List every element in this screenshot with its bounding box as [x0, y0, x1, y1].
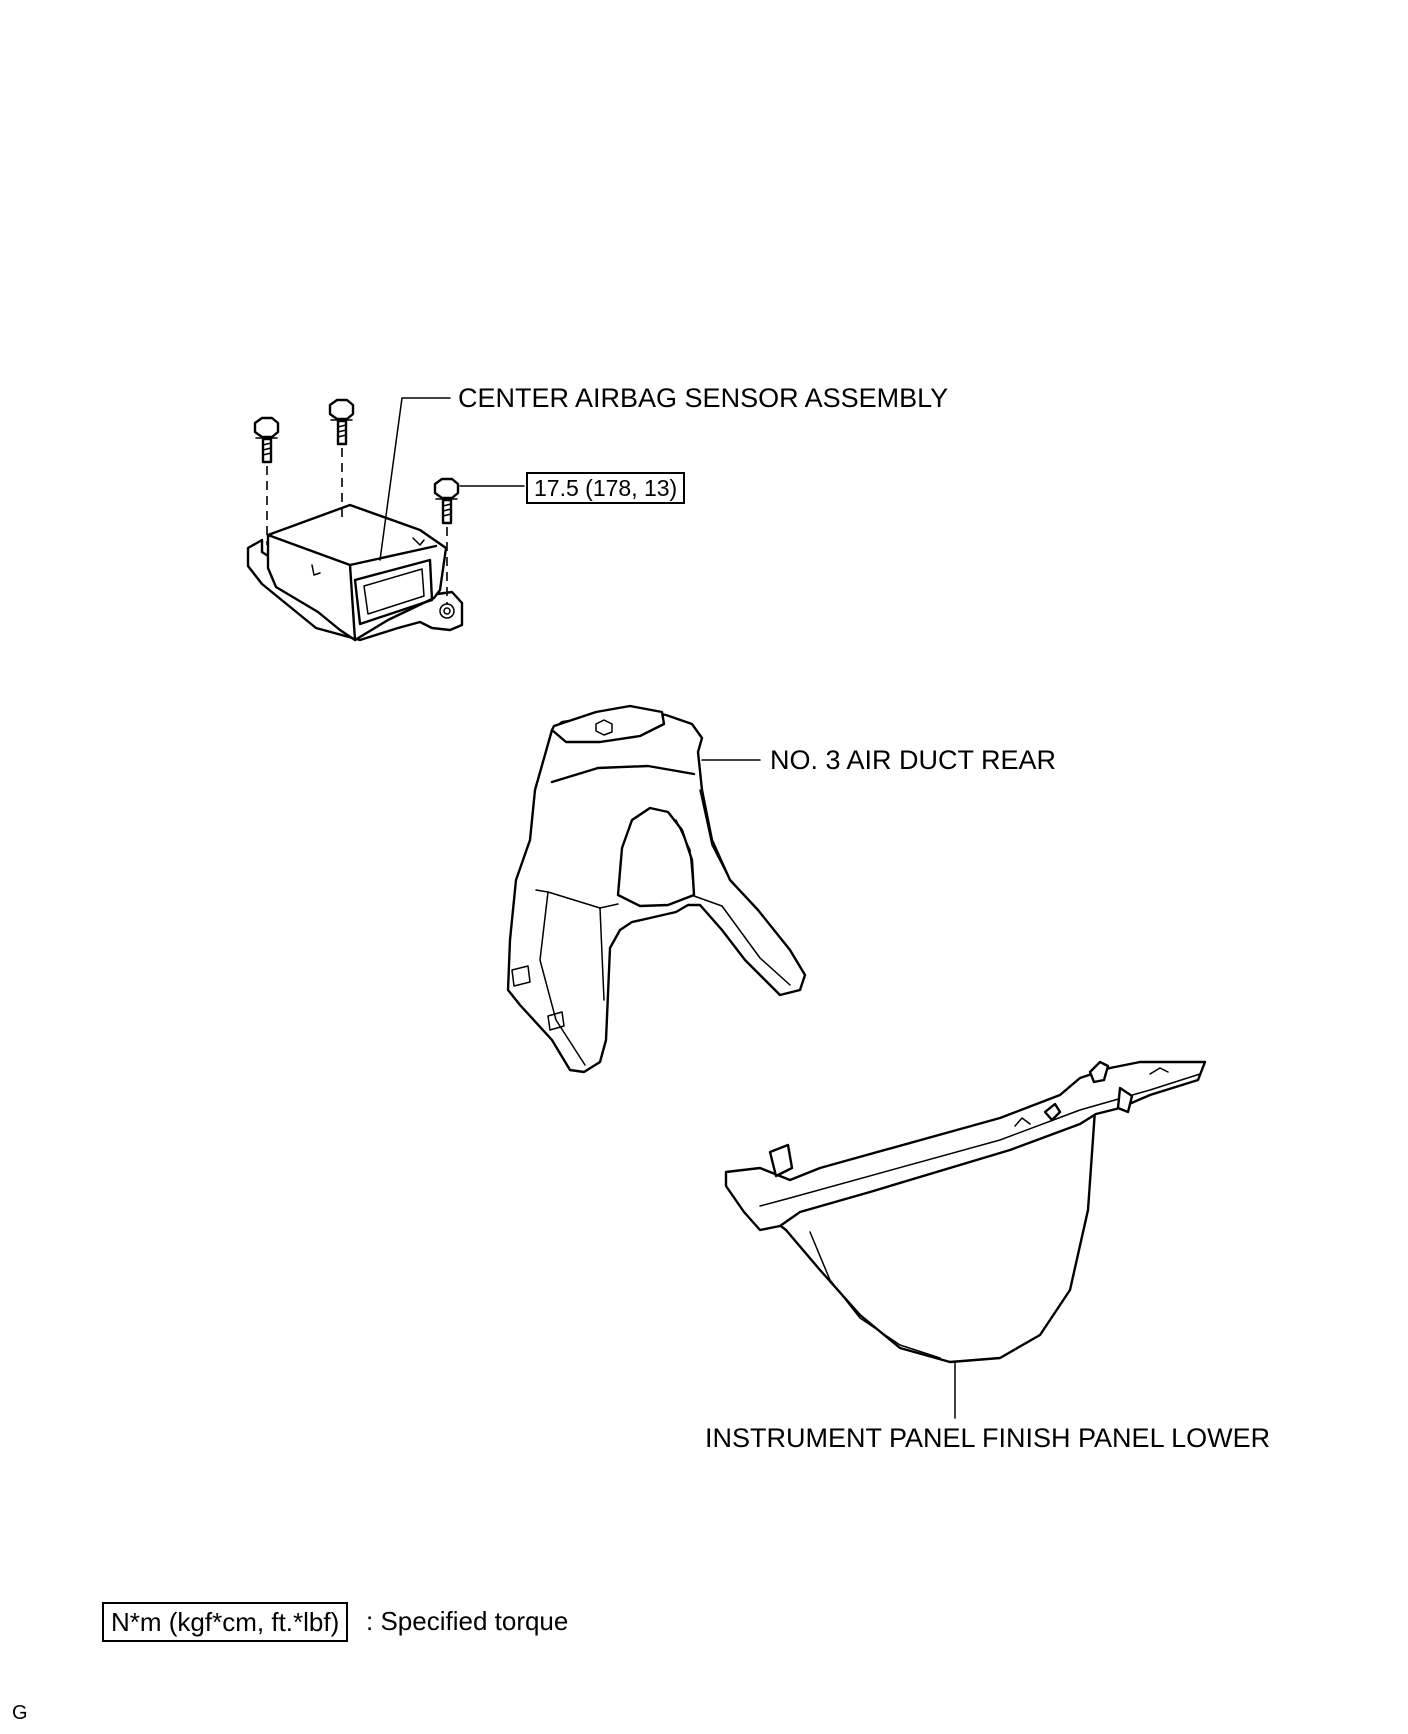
- center-airbag-sensor-label: CENTER AIRBAG SENSOR ASSEMBLY: [458, 383, 949, 413]
- torque-unit-legend-box: N*m (kgf*cm, ft.*lbf): [102, 1602, 349, 1642]
- bolt-icon: [433, 477, 460, 525]
- instrument-panel-finish-drawing: [724, 1060, 1207, 1419]
- air-duct-rear-label: NO. 3 AIR DUCT REAR: [770, 745, 1057, 775]
- bolt-icon: [253, 416, 280, 464]
- center-airbag-sensor-drawing: [246, 397, 525, 642]
- bolt-icon: [328, 398, 355, 446]
- figure-code: G: [12, 1702, 28, 1724]
- air-duct-rear-drawing: [506, 704, 807, 1074]
- instrument-panel-finish-label: INSTRUMENT PANEL FINISH PANEL LOWER: [705, 1423, 1271, 1453]
- torque-legend-text: : Specified torque: [366, 1606, 569, 1636]
- torque-spec-box: 17.5 (178, 13): [526, 472, 686, 504]
